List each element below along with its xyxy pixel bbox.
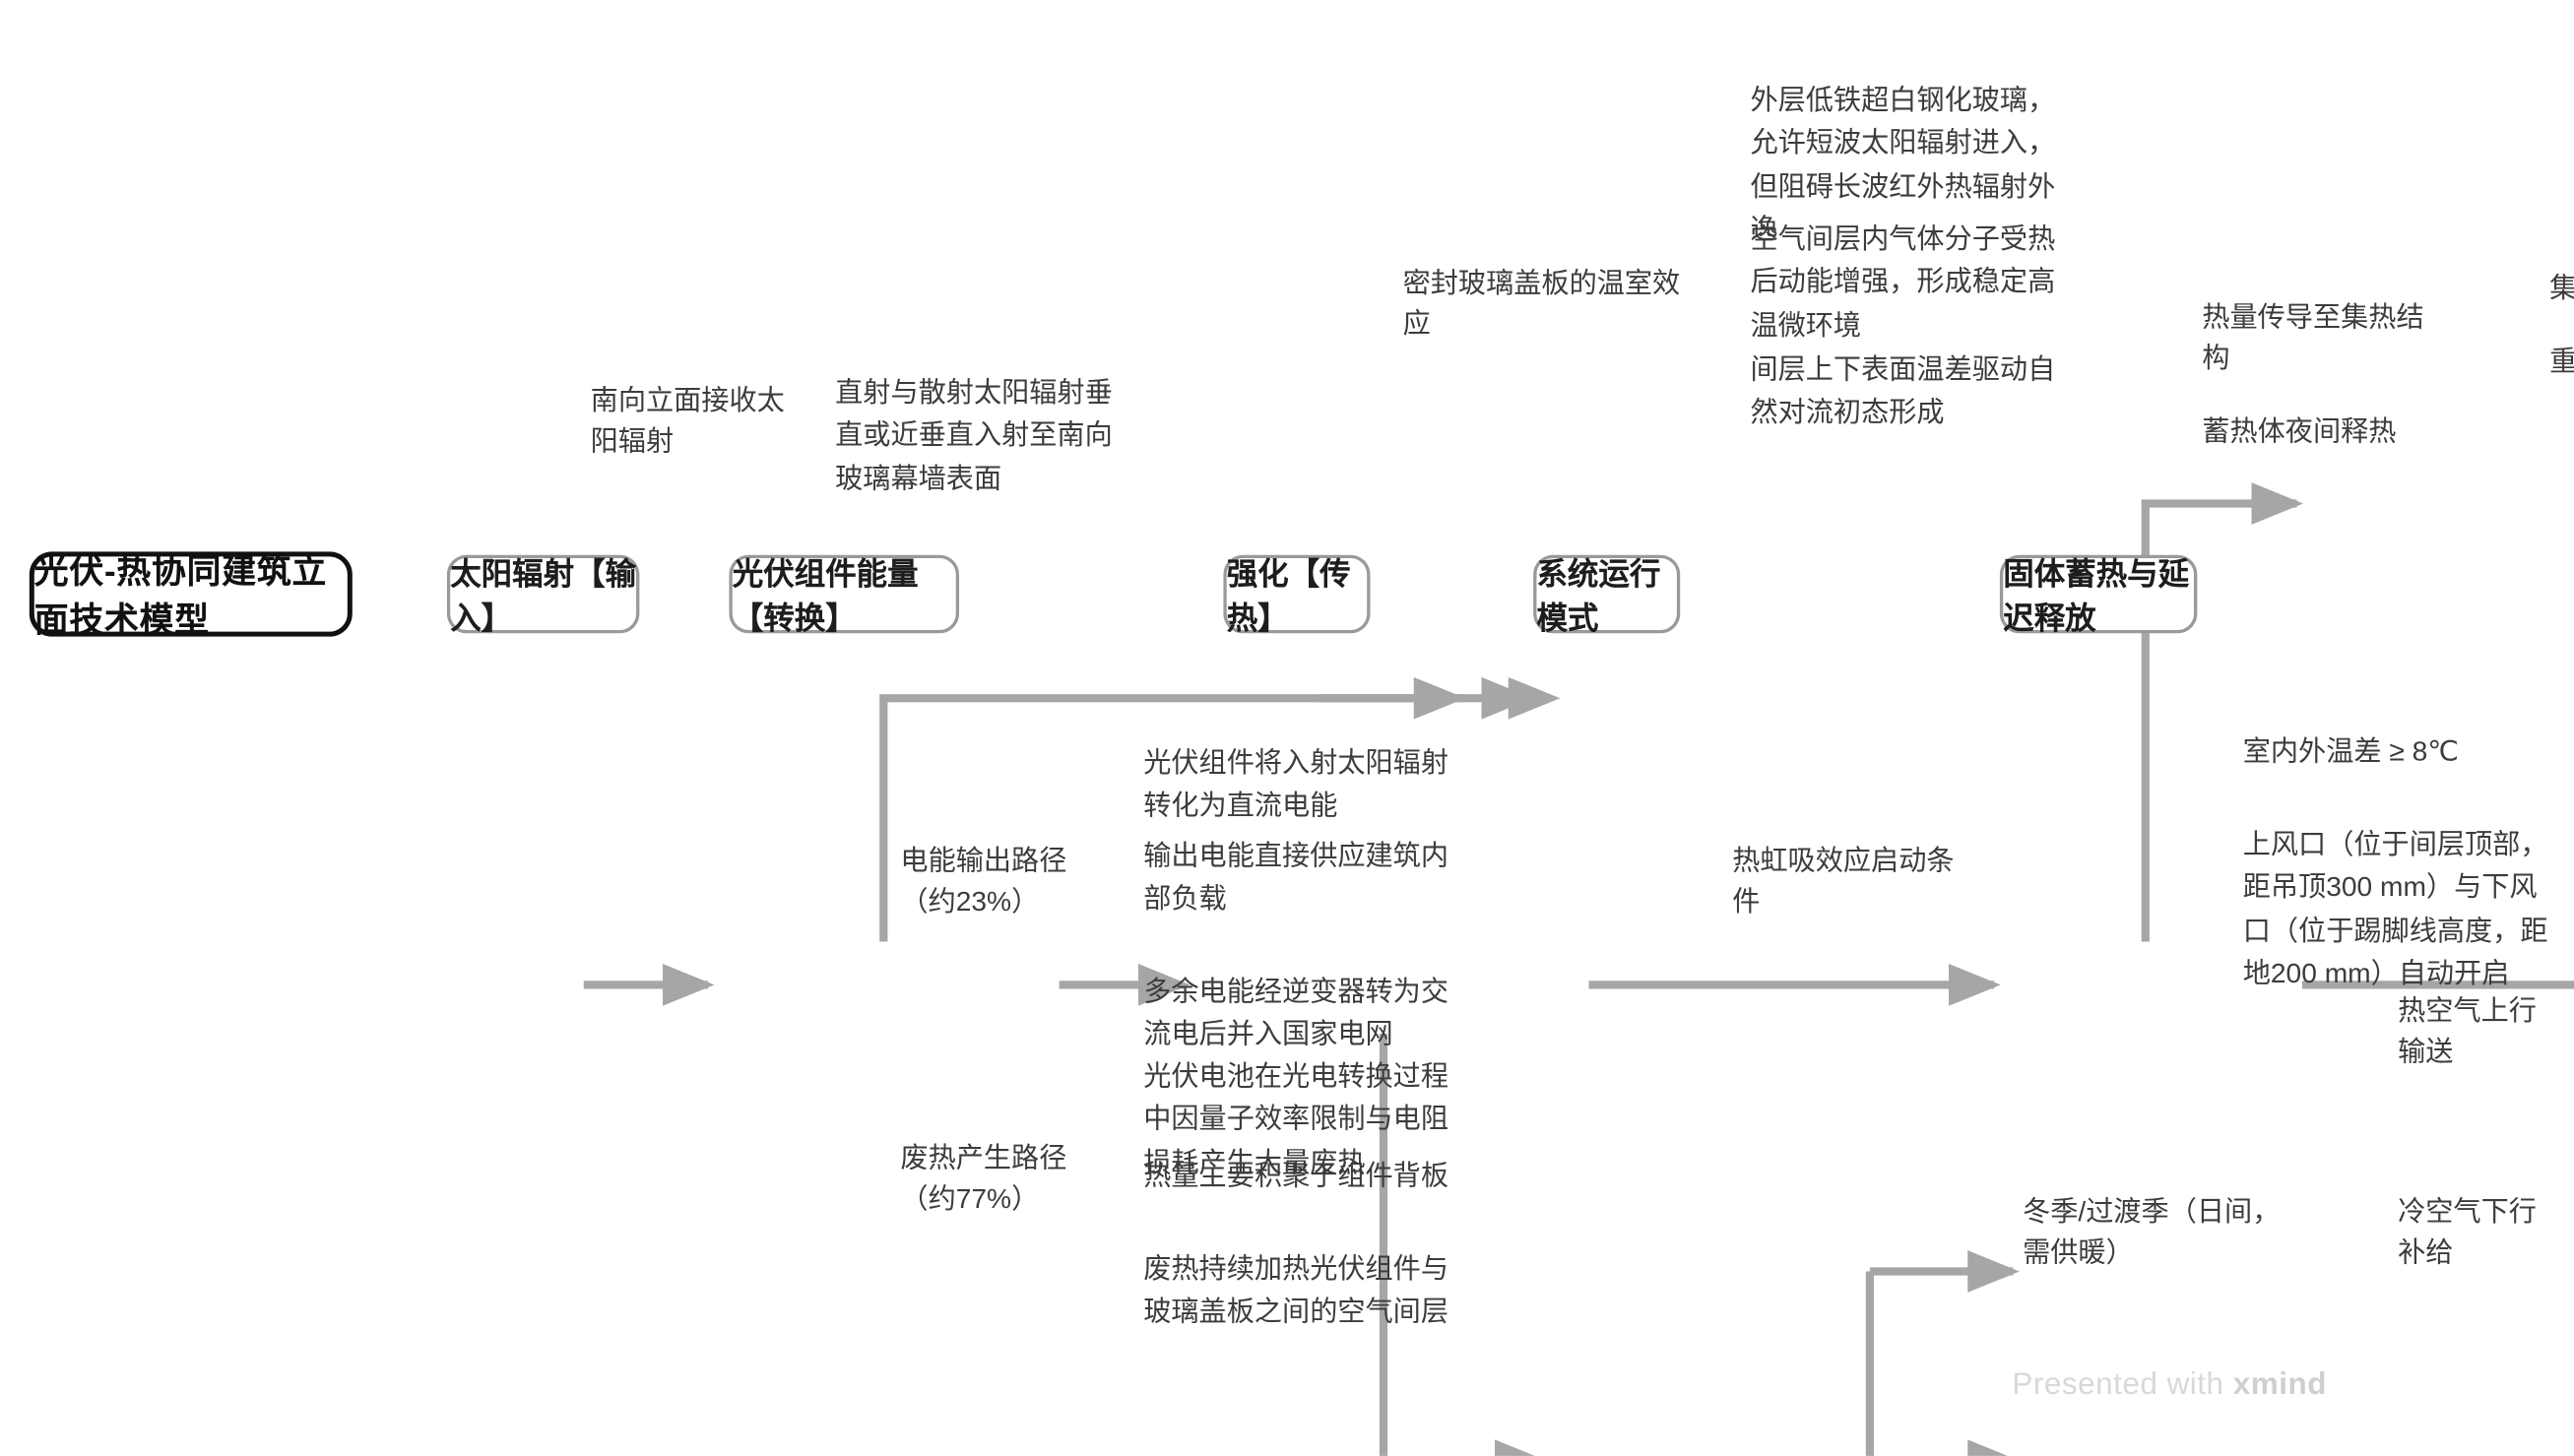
stage-label-storage: 固体蓄热与延迟释放 bbox=[2003, 558, 2190, 637]
topic-cold-air-downflow[interactable]: 冷空气下行补给 bbox=[2398, 1195, 2561, 1268]
watermark-brand: xmind bbox=[2232, 1367, 2327, 1403]
topic-label: 冬季/过渡季（日间，需供暖） bbox=[2023, 1195, 2281, 1269]
leaf-label: 热量主要积聚于组件背板 bbox=[1143, 1160, 1448, 1192]
xmind-watermark: Presented with xmind bbox=[1876, 1367, 2463, 1403]
topic-greenhouse-effect[interactable]: 密封玻璃盖板的温室效应 bbox=[1403, 267, 1697, 340]
stage-node-input[interactable]: 太阳辐射【输入】 bbox=[446, 554, 640, 637]
leaf-gas-kinetic-energy[interactable]: 空气间层内气体分子受热后动能增强，形成稳定高温微环境 bbox=[1750, 219, 2076, 348]
mindmap-canvas: 光伏-热协同建筑立面技术模型 太阳辐射【输入】 光伏组件能量【转换】 强化【传热… bbox=[29, 80, 2574, 1456]
root-node[interactable]: 光伏-热协同建筑立面技术模型 bbox=[29, 551, 353, 640]
stage-label-input: 太阳辐射【输入】 bbox=[450, 558, 637, 637]
topic-power-output-path[interactable]: 电能输出路径（约23%） bbox=[900, 845, 1104, 918]
topic-thermosiphon-conditions[interactable]: 热虹吸效应启动条件 bbox=[1732, 845, 1968, 918]
topic-south-facade[interactable]: 南向立面接收太阳辐射 bbox=[591, 384, 803, 457]
watermark-prefix: Presented with bbox=[2012, 1367, 2233, 1403]
stage-label-transfer: 强化【传热】 bbox=[1226, 558, 1351, 637]
leaf-label: 光伏组件将入射太阳辐射转化为直流电能 bbox=[1143, 747, 1448, 822]
stage-label-operation: 系统运行模式 bbox=[1536, 558, 1661, 637]
leaf-label: 室内外温差 ≥ 8℃ bbox=[2242, 735, 2459, 768]
leaf-label: 外层低铁超白钢化玻璃，允许短波太阳辐射进入，但阻碍长波红外热辐射外逸 bbox=[1750, 85, 2056, 245]
leaf-temp-difference-threshold[interactable]: 室内外温差 ≥ 8℃ bbox=[2243, 731, 2569, 775]
stage-node-convert[interactable]: 光伏组件能量【转换】 bbox=[729, 554, 960, 637]
stage-node-transfer[interactable]: 强化【传热】 bbox=[1223, 554, 1371, 637]
topic-label: 南向立面接收太阳辐射 bbox=[590, 384, 785, 458]
leaf-label: 上风口（位于间层顶部，距吊顶300 mm）与下风口（位于踢脚线高度，距地200 … bbox=[2242, 829, 2548, 989]
topic-label: 热量传导至集热结构 bbox=[2202, 300, 2424, 374]
root-label: 光伏-热协同建筑立面技术模型 bbox=[33, 553, 328, 640]
topic-label: 冷空气下行补给 bbox=[2398, 1195, 2537, 1269]
topic-winter-mode[interactable]: 冬季/过渡季（日间，需供暖） bbox=[2023, 1195, 2284, 1268]
leaf-air-cavity-heating[interactable]: 废热持续加热光伏组件与玻璃盖板之间的空气间层 bbox=[1143, 1248, 1456, 1334]
topic-night-heat-release[interactable]: 蓄热体夜间释热 bbox=[2202, 408, 2463, 457]
topic-label: 废热产生路径（约77%） bbox=[900, 1141, 1067, 1215]
leaf-radiation-incidence[interactable]: 直射与散射太阳辐射垂直或近垂直入射至南向玻璃幕墙表面 bbox=[835, 372, 1136, 501]
topic-label: 热虹吸效应启动条件 bbox=[1732, 845, 1955, 918]
leaf-natural-convection-onset[interactable]: 间层上下表面温差驱动自然对流初态形成 bbox=[1750, 349, 2076, 435]
leaf-low-iron-glass[interactable]: 外层低铁超白钢化玻璃，允许短波太阳辐射进入，但阻碍长波红外热辐射外逸 bbox=[1750, 80, 2076, 252]
topic-label: 电能输出路径（约23%） bbox=[900, 845, 1067, 918]
leaf-label: 集热铝板热吸收 bbox=[2549, 273, 2574, 304]
leaf-label: 空气间层内气体分子受热后动能增强，形成稳定高温微环境 bbox=[1750, 223, 2056, 342]
topic-waste-heat-path[interactable]: 废热产生路径（约77%） bbox=[900, 1142, 1114, 1215]
leaf-label: 多余电能经逆变器转为交流电后并入国家电网 bbox=[1143, 976, 1448, 1050]
leaf-aluminium-plate-absorption[interactable]: 集热铝板热吸收 bbox=[2549, 268, 2574, 311]
topic-label: 密封玻璃盖板的温室效应 bbox=[1402, 267, 1681, 340]
stage-node-operation[interactable]: 系统运行模式 bbox=[1533, 554, 1681, 637]
leaf-label: 直射与散射太阳辐射垂直或近垂直入射至南向玻璃幕墙表面 bbox=[835, 376, 1113, 494]
topic-label: 蓄热体夜间释热 bbox=[2202, 416, 2397, 448]
leaf-heat-on-backsheet[interactable]: 热量主要积聚于组件背板 bbox=[1143, 1156, 1469, 1199]
topic-label: 热空气上行输送 bbox=[2398, 994, 2537, 1068]
stage-node-storage[interactable]: 固体蓄热与延迟释放 bbox=[1999, 554, 2198, 637]
leaf-vent-openings[interactable]: 上风口（位于间层顶部，距吊顶300 mm）与下风口（位于踢脚线高度，距地200 … bbox=[2243, 824, 2561, 996]
leaf-supply-internal-load[interactable]: 输出电能直接供应建筑内部负载 bbox=[1143, 836, 1469, 921]
leaf-label: 输出电能直接供应建筑内部负载 bbox=[1143, 840, 1448, 916]
leaf-pv-dc-conversion[interactable]: 光伏组件将入射太阳辐射转化为直流电能 bbox=[1143, 742, 1453, 828]
leaf-grid-feedin[interactable]: 多余电能经逆变器转为交流电后并入国家电网 bbox=[1143, 972, 1456, 1057]
leaf-label: 间层上下表面温差驱动自然对流初态形成 bbox=[1750, 353, 2056, 428]
topic-hot-air-upflow[interactable]: 热空气上行输送 bbox=[2398, 995, 2561, 1068]
topic-heat-conduction-to-collector[interactable]: 热量传导至集热结构 bbox=[2202, 301, 2430, 374]
stage-label-convert: 光伏组件能量【转换】 bbox=[732, 558, 919, 637]
leaf-heavy-wall-storage[interactable]: 重质墙体蓄热 bbox=[2549, 342, 2574, 385]
leaf-label: 废热持续加热光伏组件与玻璃盖板之间的空气间层 bbox=[1143, 1253, 1448, 1328]
leaf-label: 重质墙体蓄热 bbox=[2549, 346, 2574, 377]
